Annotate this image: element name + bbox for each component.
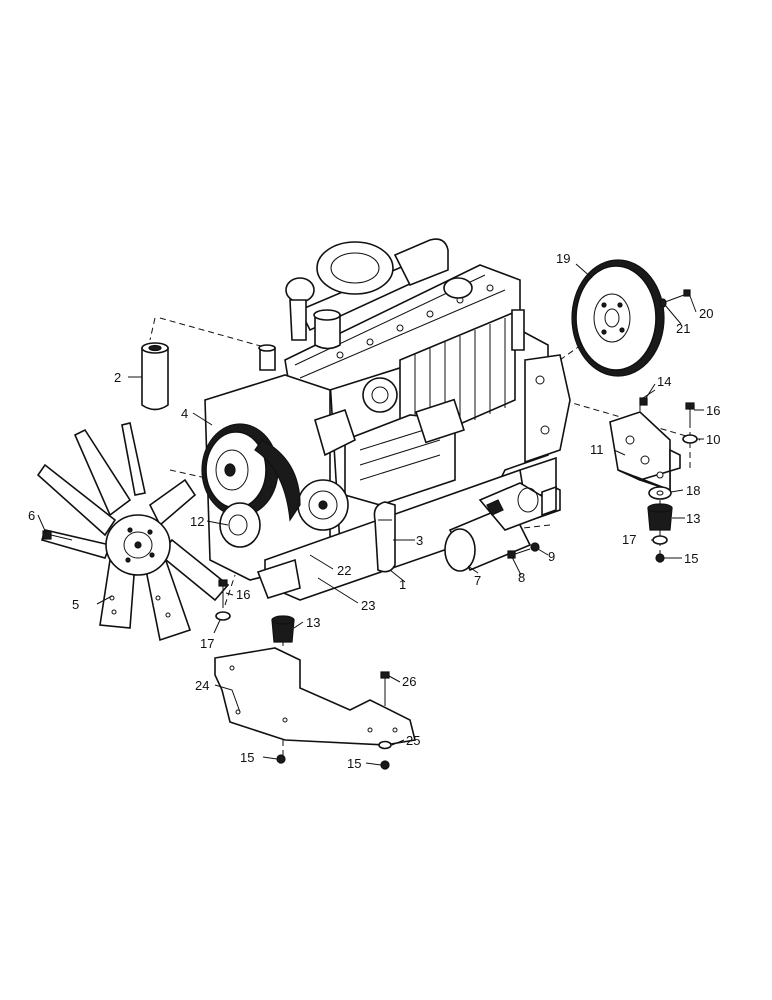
rear-mount-bracket — [609, 411, 681, 492]
callout-26: 26 — [402, 674, 416, 689]
callout-17-front: 17 — [200, 636, 214, 651]
starter-bolt — [507, 548, 531, 559]
flywheel-bolt — [664, 289, 691, 303]
callout-5: 5 — [72, 597, 79, 612]
rear-mount-lock-washer — [652, 535, 668, 545]
plate-washer — [378, 740, 392, 750]
cooling-fan — [36, 422, 230, 642]
callout-labels: 1 2 3 4 5 6 7 8 9 10 11 12 13 13 14 15 1… — [28, 251, 720, 771]
callout-14: 14 — [657, 374, 671, 389]
callout-13-rear: 13 — [686, 511, 700, 526]
callout-4: 4 — [181, 406, 188, 421]
starter-motor — [444, 482, 557, 572]
callout-15-plate-left: 15 — [240, 750, 254, 765]
callout-25: 25 — [406, 733, 420, 748]
front-mount-bolt — [218, 579, 228, 608]
rear-mount-nut — [655, 553, 665, 563]
callout-15-rear: 15 — [684, 551, 698, 566]
callout-19: 19 — [556, 251, 570, 266]
rear-mount-bolt — [685, 402, 695, 428]
callout-7: 7 — [474, 573, 481, 588]
oil-filter — [141, 342, 169, 411]
callout-13-front: 13 — [306, 615, 320, 630]
rear-rubber-mount — [647, 503, 673, 531]
flywheel-washer — [659, 298, 667, 308]
callout-22: 22 — [337, 563, 351, 578]
callout-9: 9 — [548, 549, 555, 564]
callout-24: 24 — [195, 678, 209, 693]
callout-16-front: 16 — [236, 587, 250, 602]
callout-10: 10 — [706, 432, 720, 447]
callout-2: 2 — [114, 370, 121, 385]
callout-15-plate-right: 15 — [347, 756, 361, 771]
oil-cooler-tube — [373, 501, 396, 573]
pulley-assembly — [201, 423, 301, 548]
rear-mount-spacer — [648, 486, 672, 500]
callout-23: 23 — [361, 598, 375, 613]
fan-bolt — [42, 530, 73, 541]
front-rubber-mount — [271, 615, 295, 643]
callout-16-rear: 16 — [706, 403, 720, 418]
plate-nut-right — [380, 760, 390, 770]
rear-mount-washer — [682, 434, 698, 444]
callout-12: 12 — [190, 514, 204, 529]
flywheel — [571, 259, 665, 377]
starter-washer — [530, 542, 540, 552]
plate-bolt — [380, 671, 390, 700]
bracket-bolt — [639, 389, 656, 406]
callout-3: 3 — [416, 533, 423, 548]
leader-lines — [37, 263, 704, 766]
front-mount-washer — [215, 611, 231, 621]
callout-18: 18 — [686, 483, 700, 498]
engine-block — [204, 238, 571, 601]
callout-21: 21 — [676, 321, 690, 336]
mounting-plate — [214, 647, 416, 746]
callout-1: 1 — [399, 577, 406, 592]
callout-11: 11 — [590, 442, 604, 457]
callout-20: 20 — [699, 306, 713, 321]
plate-nut-left — [276, 754, 286, 764]
callout-17-rear: 17 — [622, 532, 636, 547]
callout-6: 6 — [28, 508, 35, 523]
callout-8: 8 — [518, 570, 525, 585]
